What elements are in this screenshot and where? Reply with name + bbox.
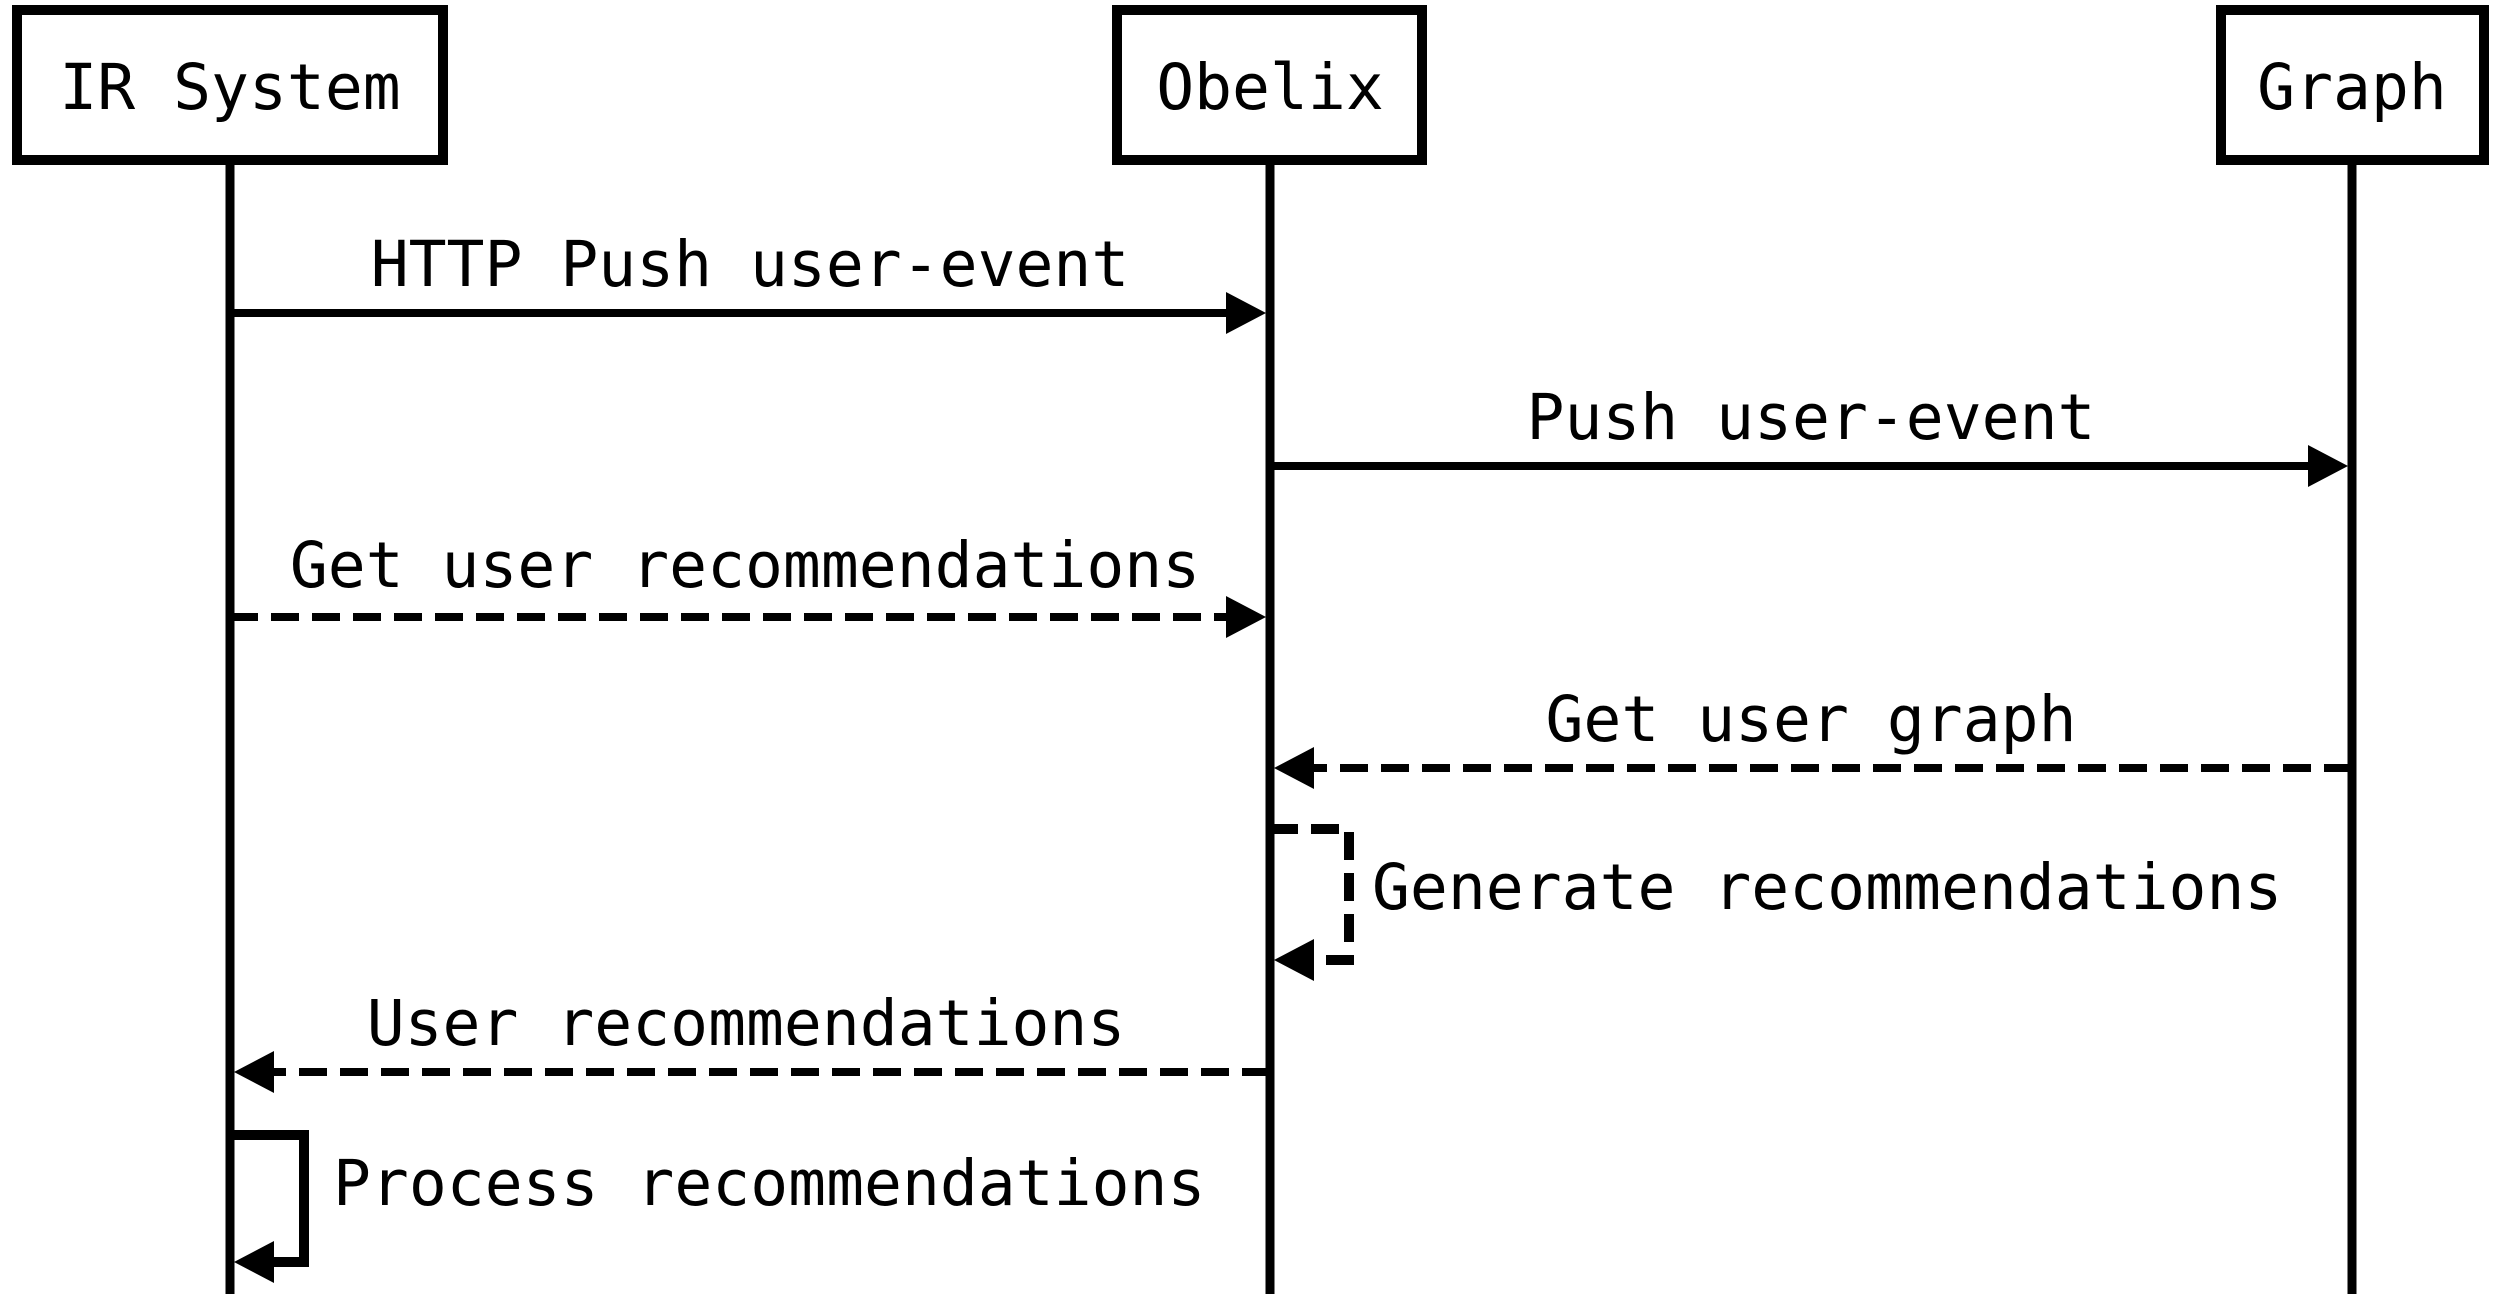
arrowhead-left-icon xyxy=(1274,939,1314,981)
actor-box-ir-system xyxy=(12,5,448,165)
message-label: HTTP Push user-event xyxy=(371,228,1130,301)
message-label: Get user recommendations xyxy=(290,529,1200,602)
arrowhead-right-icon xyxy=(2308,445,2348,487)
arrowhead-left-icon xyxy=(234,1051,274,1093)
arrowhead-right-icon xyxy=(1226,596,1266,638)
arrowhead-left-icon xyxy=(1274,747,1314,789)
actor-label-graph: Graph xyxy=(2257,51,2447,124)
self-loop xyxy=(230,1130,309,1267)
actor-label-ir-system: IR System xyxy=(59,51,400,124)
message-label: Generate recommendations xyxy=(1372,851,2282,924)
self-loop xyxy=(1270,824,1354,965)
message-label: Process recommendations xyxy=(333,1147,1205,1220)
actor-box-graph xyxy=(2216,5,2489,165)
arrowhead-left-icon xyxy=(234,1241,274,1283)
message-label: User recommendations xyxy=(367,987,1126,1060)
message-label: Get user graph xyxy=(1545,683,2076,756)
actor-label-obelix: Obelix xyxy=(1156,51,1384,124)
message-label: Push user-event xyxy=(1527,381,2096,454)
arrowhead-right-icon xyxy=(1226,292,1266,334)
actor-box-obelix xyxy=(1112,5,1427,165)
